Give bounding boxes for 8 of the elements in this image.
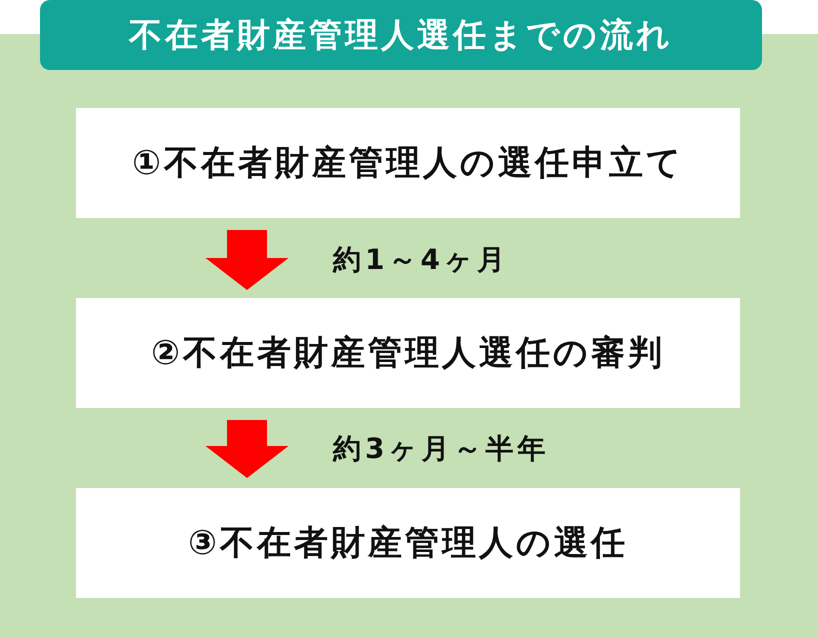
step-box: ②不在者財産管理人選任の審判 <box>76 298 740 408</box>
arrow <box>206 420 288 478</box>
edge-label: 約3ヶ月～半年 <box>333 432 550 466</box>
step-box: ③不在者財産管理人の選任 <box>76 488 740 598</box>
step-box: ①不在者財産管理人の選任申立て <box>76 108 740 218</box>
edge-label: 約1～4ヶ月 <box>333 243 509 277</box>
title-banner: 不在者財産管理人選任までの流れ <box>40 0 762 70</box>
arrow <box>206 230 288 290</box>
